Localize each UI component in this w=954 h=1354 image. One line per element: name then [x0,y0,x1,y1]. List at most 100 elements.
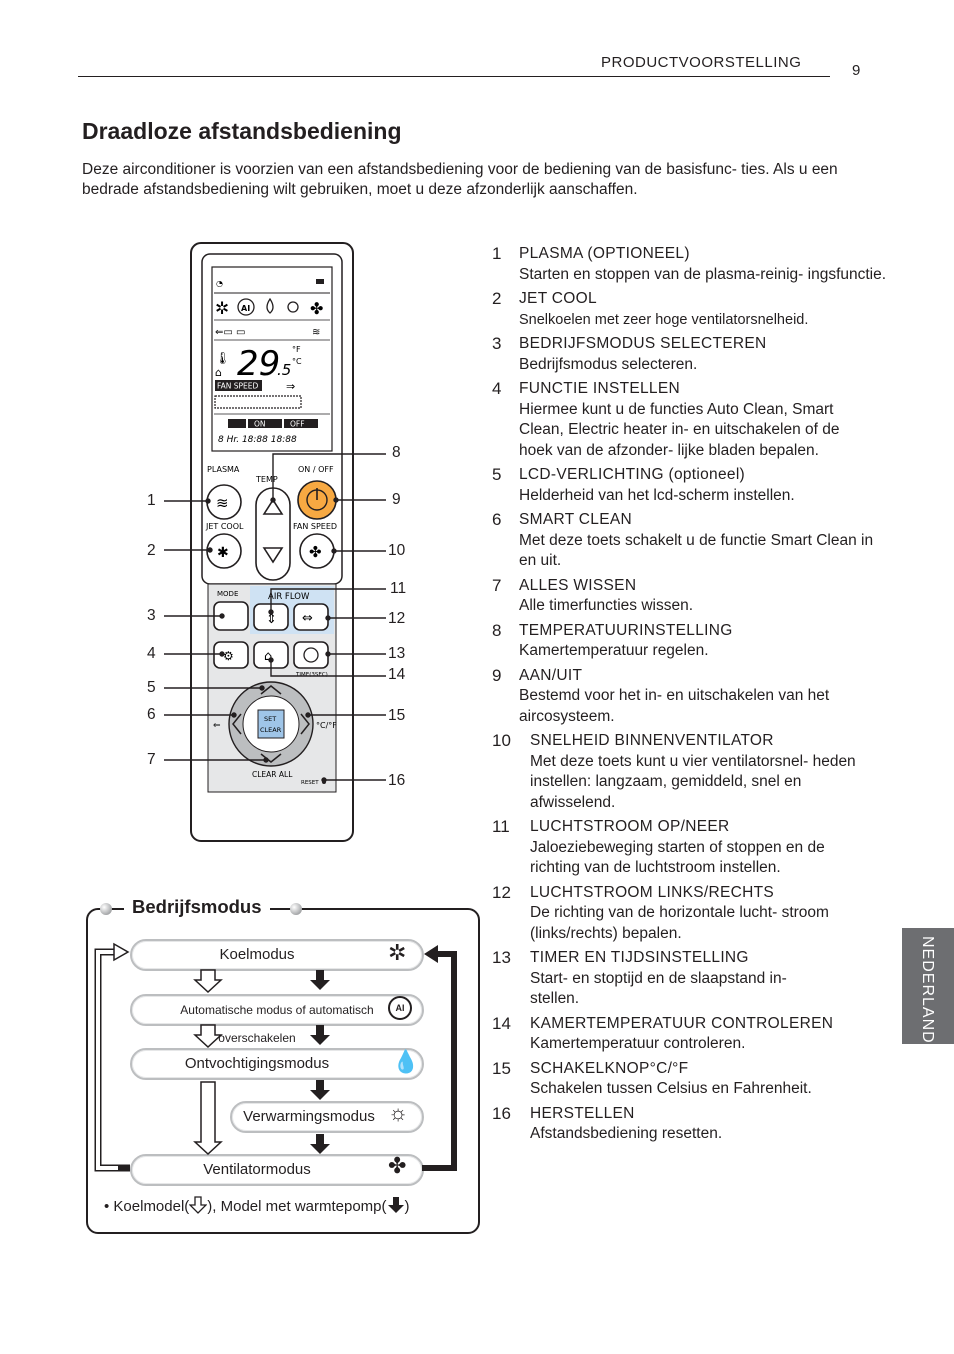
onoff-label: ON / OFF [298,465,334,474]
callout-9: 9 [392,491,401,508]
operation-mode-title: Bedrijfsmodus [124,896,270,918]
callout-5: 5 [147,679,156,696]
lcd-on-label: ON [254,420,266,429]
callout-8: 8 [392,444,401,461]
jetcool-button[interactable] [206,533,242,569]
svg-text:⇒: ⇒ [286,380,295,393]
page-number: 9 [852,62,861,79]
temp-label: TEMP [255,475,278,484]
callout-3: 3 [147,607,156,624]
callout-11: 11 [390,580,407,597]
svg-text:≋: ≋ [216,494,229,512]
filled-arrow-icon [387,1196,405,1218]
temp-up-icon[interactable] [262,498,284,515]
operation-mode-box [86,908,480,1234]
svg-text:🌡: 🌡 [215,351,230,365]
svg-text:◔: ◔ [216,279,223,288]
svg-text:≋: ≋ [312,327,320,338]
cf-label: °C/°F [316,721,337,730]
lcd-temperature-decimal: .5 [277,361,291,379]
callout-1: 1 [147,492,156,509]
clear-label: CLEAR [260,726,282,734]
bullet-decoration [290,903,302,915]
remote-control-figure: ◔ ✲ AI ✤ ⇐▭ ▭ ≋ 🌡 ⌂ 29 .5 °F °C FAN SPEE… [164,242,386,842]
callout-15: 15 [388,707,406,724]
lcd-unit-f: °F [292,345,301,354]
sun-icon: ☼ [388,1100,409,1125]
svg-text:⇐▭ ▭: ⇐▭ ▭ [215,327,245,338]
callout-4: 4 [147,645,156,662]
set-label: SET [264,715,276,723]
svg-text:✤: ✤ [309,543,322,561]
timer-button[interactable] [293,641,329,669]
airflow-label: AIR FLOW [268,592,310,602]
fanspeed-label: FAN SPEED [293,522,337,531]
svg-text:⌂: ⌂ [264,649,272,664]
callout-2: 2 [147,542,156,559]
plasma-label: PLASMA [207,465,240,474]
callout-7: 7 [147,751,156,768]
set-clear-button[interactable] [257,709,285,739]
callout-13: 13 [388,645,406,662]
ai-auto-icon: AI [388,996,412,1020]
temp-down-icon[interactable] [262,547,284,564]
svg-text:⌂: ⌂ [215,366,222,379]
lcd-off-label: OFF [290,420,305,429]
mode-label: MODE [217,590,238,598]
bullet-decoration [100,903,112,915]
lcd-temperature: 29 [237,344,280,384]
timesec-label: TIME(3SEC) [295,672,328,678]
function-button[interactable] [213,641,249,669]
svg-text:✱: ✱ [217,545,229,561]
language-tab-label: NEDERLANDS [919,936,936,1056]
svg-text:✲: ✲ [215,299,229,319]
mode-flow-arrows [94,942,457,1172]
section-title: PRODUCTVOORSTELLING [601,54,802,71]
language-tab: NEDERLANDS [902,928,954,1055]
mode-heat: Verwarmingsmodus [230,1101,424,1133]
callout-6: 6 [147,706,156,723]
page-title: Draadloze afstandsbediening [82,118,402,144]
callout-10: 10 [388,542,406,559]
mode-cool: Koelmodus [130,939,424,971]
mode-dehumidify: Ontvochtigingsmodus [130,1048,424,1080]
model-note: • Koelmodel(), Model met warmtepomp() [104,1196,410,1218]
lcd-unit-c: °C [292,357,302,366]
mode-auto: Automatische modus of automatisch oversc… [130,994,424,1045]
reset-label: RESET [301,780,319,786]
header-divider [78,76,830,77]
snowflake-icon: ✲ [388,940,407,965]
svg-text:⇐: ⇐ [213,721,221,731]
clearall-label: CLEAR ALL [252,770,293,779]
lcd-timer: 8 Hr. 18:88 18:88 [218,435,297,445]
svg-text:✤: ✤ [310,299,323,318]
fan-icon: ✤ [388,1153,407,1178]
water-drop-icon: 💧 [392,1049,420,1074]
svg-text:⚙: ⚙ [223,649,234,663]
outline-arrow-icon [188,1196,208,1218]
mode-fan: Ventilatormodus [130,1154,424,1186]
intro-paragraph: Deze airconditioner is voorzien van een … [82,161,838,198]
callout-16: 16 [388,772,406,789]
svg-text:AI: AI [241,304,250,313]
callout-12: 12 [388,610,406,627]
callout-14: 14 [388,666,406,683]
lcd-fan-speed: FAN SPEED [217,382,259,391]
